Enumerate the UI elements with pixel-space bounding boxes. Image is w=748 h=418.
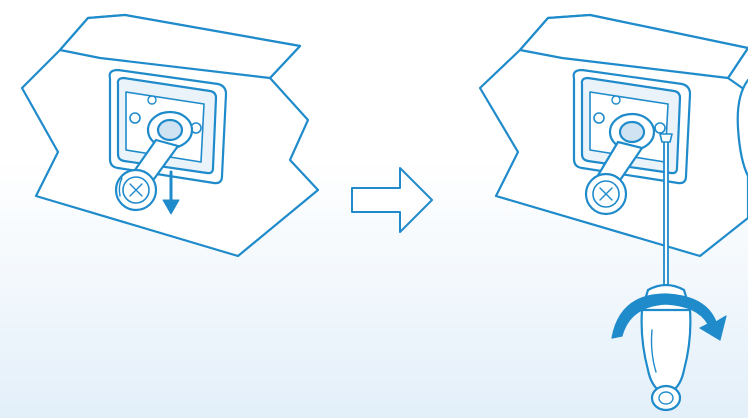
wall-block-top	[58, 13, 302, 80]
right-arrow-icon	[351, 167, 433, 233]
side-object	[736, 78, 748, 178]
rotate-arrow-icon	[611, 293, 727, 341]
down-arrow-icon	[162, 170, 180, 215]
thumb-screw-icon	[584, 172, 628, 216]
wall-block-top	[518, 13, 748, 80]
thumb-screw-icon	[114, 168, 158, 212]
step-2-panel	[478, 13, 748, 412]
step-1-panel	[20, 13, 320, 258]
